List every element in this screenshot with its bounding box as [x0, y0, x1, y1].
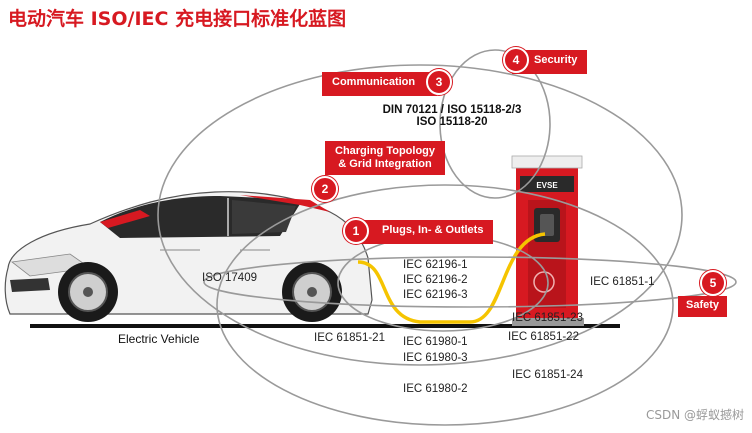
safety-badge: Safety: [678, 296, 728, 317]
iec-62196-3-label: IEC 62196-3: [403, 289, 468, 301]
din-70121-label: DIN 70121 / ISO 15118-2/3 ISO 15118-20: [368, 104, 536, 128]
iec-62196-2-label: IEC 62196-2: [403, 274, 468, 286]
communication-label: Communication: [332, 76, 416, 88]
iec-61851-21-label: IEC 61851-21: [314, 332, 385, 344]
safety-label: Safety: [686, 299, 720, 311]
ring-topology: [216, 184, 674, 426]
ring-security: [439, 49, 551, 199]
din-line1: DIN 70121 / ISO 15118-2/3: [382, 104, 522, 116]
iec-61980-1-label: IEC 61980-1: [403, 336, 468, 348]
watermark: CSDN @蜉蚁撼树: [645, 408, 744, 422]
ground-line: [30, 324, 620, 328]
plugs-label: Plugs, In- & Outlets: [382, 224, 484, 236]
iec-62196-1-label: IEC 62196-1: [403, 259, 468, 271]
electric-vehicle-label: Electric Vehicle: [118, 332, 200, 346]
iso-17409-label: ISO 17409: [202, 272, 257, 284]
page-title: 电动汽车 ISO/IEC 充电接口标准化蓝图: [8, 8, 347, 30]
iec-61851-1-label: IEC 61851-1: [590, 276, 655, 288]
topology-label-line1: Charging Topology: [335, 145, 436, 157]
communication-number: 3: [426, 69, 452, 95]
charging-cable: [357, 232, 546, 324]
security-number: 4: [503, 47, 529, 73]
topology-label-line2: & Grid Integration: [338, 158, 432, 170]
iec-61980-3-label: IEC 61980-3: [403, 352, 468, 364]
din-line2: ISO 15118-20: [416, 116, 488, 128]
ring-communication: [157, 64, 683, 366]
plugs-number: 1: [343, 218, 369, 244]
iec-61851-24-label: IEC 61851-24: [512, 369, 583, 381]
iec-61851-22-label: IEC 61851-22: [508, 331, 579, 343]
vehicle-illustration: [4, 191, 373, 322]
topology-badge: Charging Topology & Grid Integration: [325, 141, 446, 175]
topology-number: 2: [312, 176, 338, 202]
ring-safety: [203, 256, 737, 308]
security-label: Security: [534, 54, 578, 66]
plugs-badge: Plugs, In- & Outlets: [360, 220, 494, 244]
communication-badge: Communication: [322, 72, 438, 96]
standard-rings: [157, 49, 737, 426]
safety-number: 5: [700, 270, 726, 296]
iec-61851-23-label: IEC 61851-23: [512, 312, 583, 324]
evse-label: EVSE: [536, 181, 558, 190]
iec-61980-2-label: IEC 61980-2: [403, 383, 468, 395]
